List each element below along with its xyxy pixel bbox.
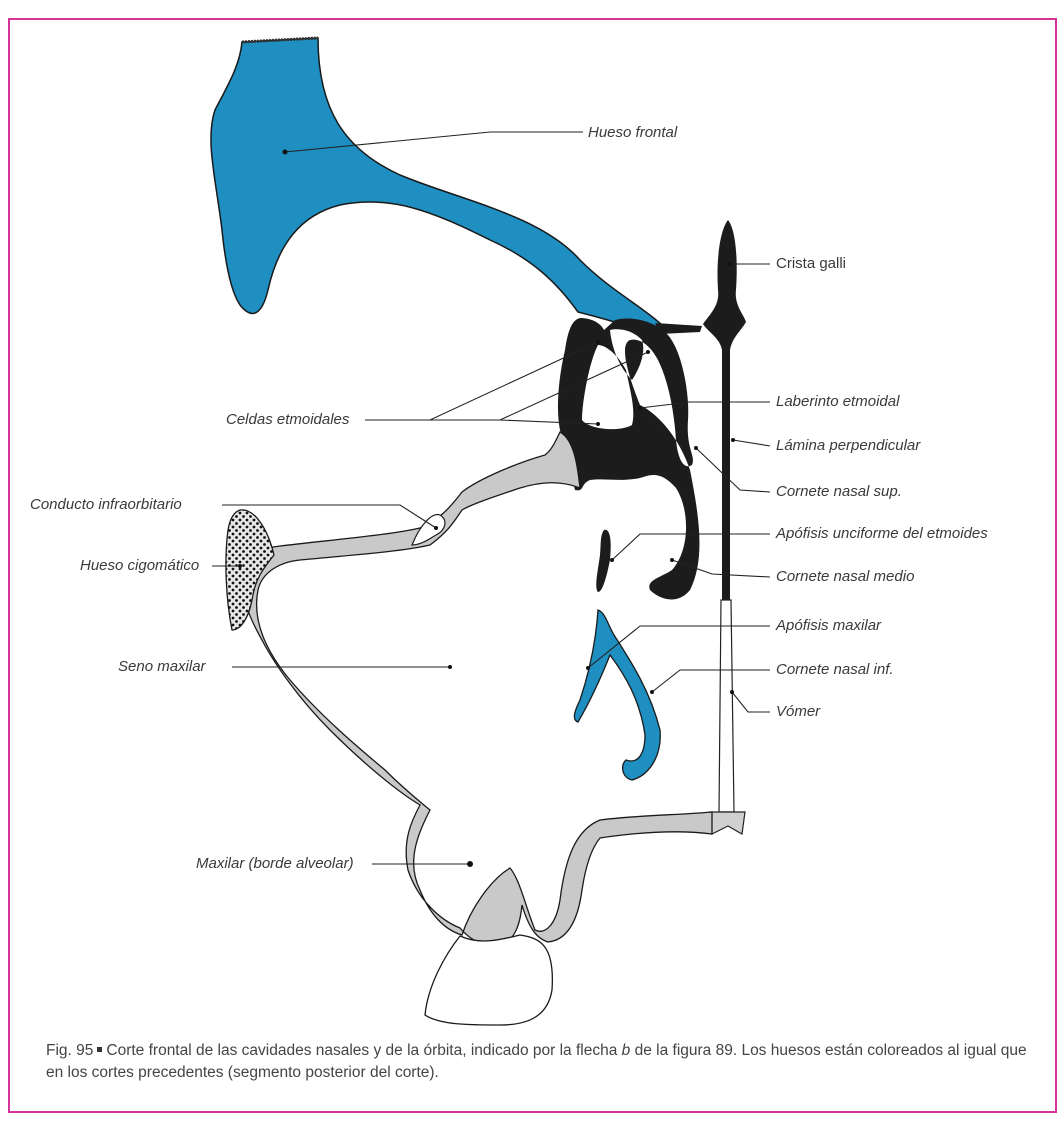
vomer-base	[710, 812, 745, 834]
caption-text-1: Corte frontal de las cavidades nasales y…	[106, 1042, 617, 1059]
label-hueso-cigomatico: Hueso cigomático	[80, 557, 199, 574]
figure-caption: Fig. 95 Corte frontal de las cavidades na…	[46, 1040, 1036, 1084]
label-laberinto-etmoidal: Laberinto etmoidal	[776, 393, 900, 410]
label-apofisis-maxilar: Apófisis maxilar	[775, 617, 882, 634]
label-cornete-inf: Cornete nasal inf.	[776, 661, 894, 678]
label-cornete-sup: Cornete nasal sup.	[776, 483, 902, 500]
label-maxilar: Maxilar (borde alveolar)	[196, 855, 354, 872]
tooth	[425, 935, 552, 1025]
crista-galli	[703, 220, 746, 600]
label-crista-galli: Crista galli	[776, 255, 846, 272]
label-lamina-perpendicular: Lámina perpendicular	[776, 437, 921, 454]
caption-bullet-icon	[97, 1047, 102, 1052]
caption-italic-b: b	[622, 1042, 631, 1059]
caption-prefix: Fig. 95	[46, 1042, 93, 1059]
label-celdas-etmoidales: Celdas etmoidales	[226, 411, 350, 428]
label-cornete-medio: Cornete nasal medio	[776, 568, 914, 585]
uncinate-process	[596, 530, 610, 592]
inferior-concha	[574, 610, 660, 780]
label-seno-maxilar: Seno maxilar	[118, 658, 207, 675]
label-apofisis-unciforme: Apófisis unciforme del etmoides	[775, 525, 988, 542]
label-vomer: Vómer	[776, 703, 821, 720]
vomer	[719, 600, 734, 812]
frontal-bone	[211, 38, 662, 330]
label-hueso-frontal: Hueso frontal	[588, 124, 678, 141]
label-conducto-infraorbitario: Conducto infraorbitario	[30, 496, 182, 513]
